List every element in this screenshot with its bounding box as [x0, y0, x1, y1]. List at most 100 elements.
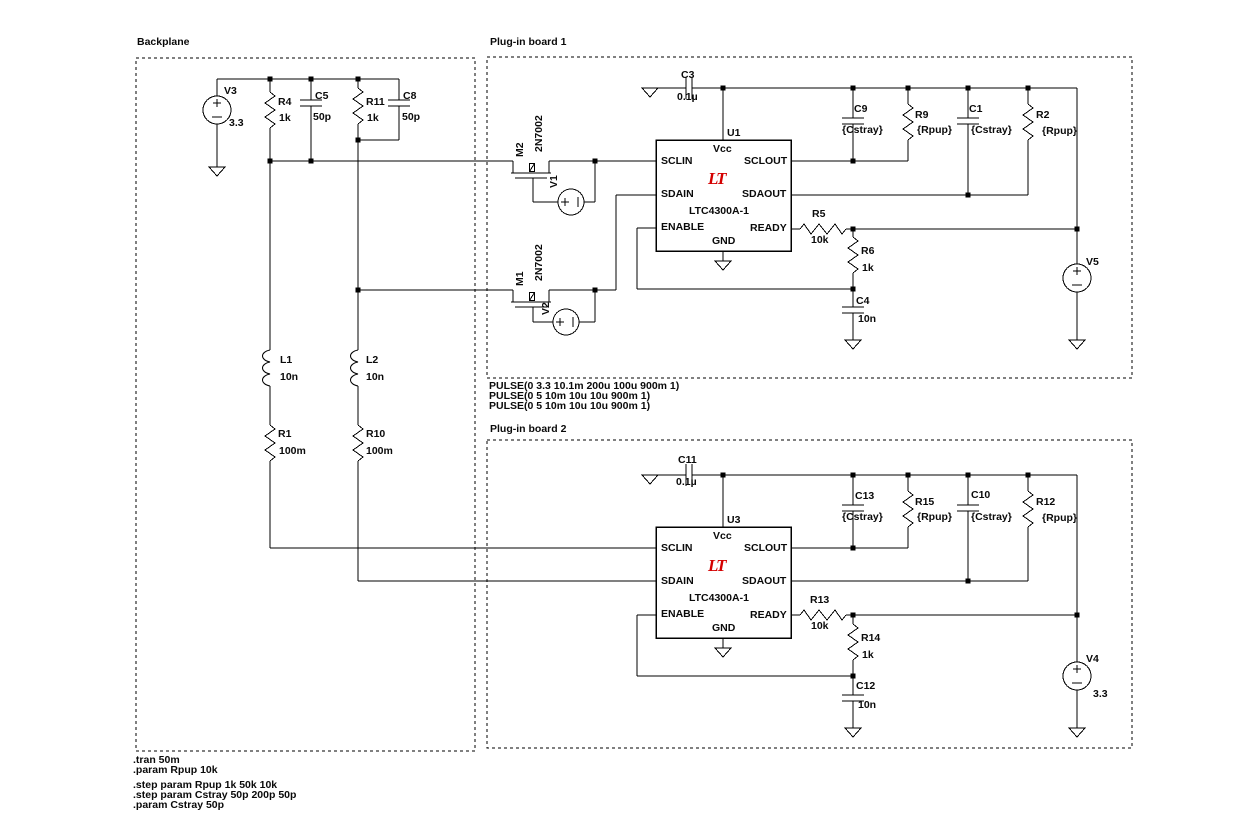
- label-v4-ref: V4: [1086, 653, 1099, 665]
- capacitor-c9[interactable]: [842, 117, 864, 125]
- label-m1-part: 2N7002: [533, 244, 545, 281]
- resistor-r2[interactable]: [1022, 103, 1034, 141]
- wire-junctions: [267, 76, 1080, 679]
- label-c11-value: 0.1µ: [676, 476, 697, 488]
- spice-directive-step-cstray: .step param Cstray 50p 200p 50p: [133, 789, 297, 801]
- chip-u3[interactable]: [655, 526, 792, 639]
- resistor-r5[interactable]: [799, 223, 847, 235]
- resistor-r15[interactable]: [902, 490, 914, 528]
- label-c5-ref: C5: [315, 90, 329, 102]
- label-v3-ref: V3: [224, 85, 237, 97]
- capacitor-c3[interactable]: [685, 77, 693, 99]
- spice-directive-param-rpup: .param Rpup 10k: [133, 764, 218, 776]
- label-r14-value: 1k: [862, 649, 874, 661]
- label-u3-ref: U3: [727, 514, 741, 526]
- resistor-r13[interactable]: [799, 609, 847, 621]
- label-m2-part: 2N7002: [533, 115, 545, 152]
- inductor-l2[interactable]: [350, 349, 359, 387]
- u3-pin-ready: READY: [750, 609, 787, 621]
- label-c8-ref: C8: [403, 90, 417, 102]
- resistor-r11[interactable]: [352, 87, 364, 125]
- label-r14-ref: R14: [861, 632, 881, 644]
- label-r11-ref: R11: [366, 96, 385, 108]
- board1-title: Plug-in board 1: [490, 36, 567, 48]
- resistor-r6[interactable]: [847, 236, 859, 274]
- u1-pin-sdain: SDAIN: [661, 188, 694, 200]
- resistor-r4[interactable]: [264, 91, 276, 129]
- label-r4-ref: R4: [278, 96, 292, 108]
- resistor-r1[interactable]: [264, 424, 276, 462]
- capacitor-c5[interactable]: [300, 99, 322, 107]
- board2-title: Plug-in board 2: [490, 423, 567, 435]
- label-c9-ref: C9: [854, 103, 868, 115]
- label-c9-value: {Cstray}: [842, 124, 883, 136]
- label-c3-ref: C3: [681, 69, 695, 81]
- board2-box: [486, 439, 1133, 749]
- label-r9-value: {Rpup}: [917, 124, 952, 136]
- ground-c12-icon: [843, 727, 863, 738]
- ground-c3-icon: [640, 87, 660, 98]
- u3-pin-sdain: SDAIN: [661, 575, 694, 587]
- pulse-directive-1: PULSE(0 3.3 10.1m 200u 100u 900m 1): [489, 380, 680, 392]
- u3-pin-sclout: SCLOUT: [744, 542, 788, 554]
- chip-u1[interactable]: [655, 139, 792, 252]
- label-l2-value: 10n: [366, 371, 385, 383]
- spice-directive-tran: .tran 50m: [133, 754, 180, 766]
- ground-v3-icon: [207, 166, 227, 177]
- label-v3-value: 3.3: [229, 117, 244, 129]
- u3-part-number: LTC4300A-1: [689, 592, 749, 604]
- capacitor-c10[interactable]: [957, 504, 979, 512]
- u3-pin-enable: ENABLE: [661, 608, 705, 620]
- u3-pin-vcc: Vcc: [713, 530, 732, 542]
- voltage-source-v1[interactable]: [557, 161, 596, 216]
- label-c12-ref: C12: [856, 680, 876, 692]
- capacitor-c12[interactable]: [842, 694, 864, 702]
- label-r6-value: 1k: [862, 262, 874, 274]
- label-m1-ref: M1: [514, 271, 526, 286]
- label-r2-ref: R2: [1036, 109, 1050, 121]
- capacitor-c13[interactable]: [842, 504, 864, 512]
- label-l2-ref: L2: [366, 354, 379, 366]
- label-c12-value: 10n: [858, 699, 877, 711]
- voltage-source-v2[interactable]: [552, 290, 596, 336]
- mosfet-m1[interactable]: [511, 290, 553, 323]
- u1-pin-enable: ENABLE: [661, 221, 705, 233]
- u1-pin-gnd: GND: [712, 235, 736, 247]
- label-r15-ref: R15: [915, 496, 935, 508]
- backplane-wires: [216, 78, 656, 582]
- ground-c4-icon: [843, 339, 863, 350]
- label-r1-value: 100m: [279, 445, 306, 457]
- label-u1-ref: U1: [727, 127, 741, 139]
- capacitor-c4[interactable]: [842, 306, 864, 314]
- label-c3-value: 0.1µ: [677, 91, 698, 103]
- label-c1-ref: C1: [969, 103, 983, 115]
- resistor-r12[interactable]: [1022, 490, 1034, 528]
- capacitor-c11[interactable]: [685, 464, 693, 486]
- label-m2-ref: M2: [514, 142, 526, 157]
- board1-wires: [549, 87, 1078, 340]
- capacitor-c8[interactable]: [388, 99, 410, 107]
- mosfet-m2[interactable]: [511, 161, 558, 203]
- u1-part-number: LTC4300A-1: [689, 205, 749, 217]
- label-c13-value: {Cstray}: [842, 511, 883, 523]
- resistor-r9[interactable]: [902, 103, 914, 141]
- u1-pin-sclin: SCLIN: [661, 155, 693, 167]
- u3-pin-gnd: GND: [712, 622, 736, 634]
- board1-box: [486, 56, 1133, 379]
- voltage-source-v4[interactable]: [1062, 661, 1092, 691]
- inductor-l1[interactable]: [262, 349, 271, 387]
- spice-directive-param-cstray: .param Cstray 50p: [133, 799, 225, 811]
- voltage-source-v5[interactable]: [1062, 263, 1092, 293]
- label-r5-value: 10k: [811, 234, 829, 246]
- u3-pin-sclin: SCLIN: [661, 542, 693, 554]
- u3-pin-sdaout: SDAOUT: [742, 575, 787, 587]
- capacitor-c1[interactable]: [957, 117, 979, 125]
- label-r15-value: {Rpup}: [917, 511, 952, 523]
- label-v1-ref: V1: [548, 175, 560, 188]
- resistor-r14[interactable]: [847, 623, 859, 661]
- resistor-r10[interactable]: [352, 424, 364, 462]
- label-c5-value: 50p: [313, 111, 332, 123]
- voltage-source-v3[interactable]: [202, 95, 232, 125]
